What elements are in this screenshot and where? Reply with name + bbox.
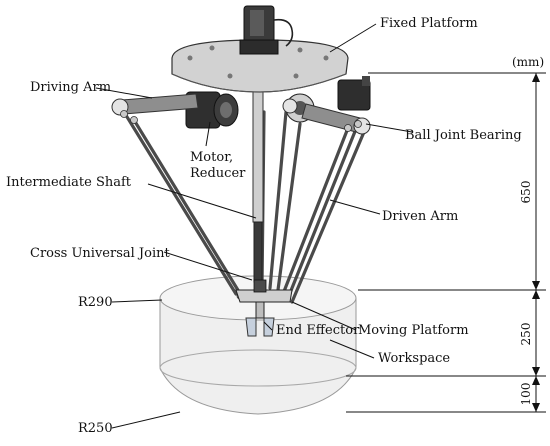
dim-100: 100 [519,383,533,406]
side-motors [185,76,371,129]
label-r290: R290 [78,295,113,310]
dim-250: 250 [519,323,533,346]
label-driven-arm: Driven Arm [382,209,458,224]
dimension-arrows [532,73,540,412]
dim-650: 650 [519,181,533,204]
label-workspace: Workspace [378,351,450,366]
dimension-lines [346,72,546,413]
label-fixed-platform: Fixed Platform [380,16,478,31]
label-moving-platform: Moving Platform [358,323,469,338]
label-driving-arm: Driving Arm [30,80,111,95]
leader-lines [95,23,413,429]
label-intermediate-shaft: Intermediate Shaft [6,175,132,190]
driven-arms [122,110,366,304]
unit-note: (mm) [512,55,544,69]
label-motor-line2: Reducer [190,166,246,181]
fixed-platform [171,39,349,93]
top-motor [239,5,294,55]
label-end-effector: End Effector [276,323,360,338]
driving-arms [111,93,371,135]
label-motor-line1: Motor, [190,150,233,165]
label-cross-universal-joint: Cross Universal Joint [30,246,170,261]
intermediate-shaft [252,91,264,283]
label-ball-joint-bearing: Ball Joint Bearing [405,128,522,143]
moving-platform [235,279,293,303]
label-r250: R250 [78,421,113,436]
